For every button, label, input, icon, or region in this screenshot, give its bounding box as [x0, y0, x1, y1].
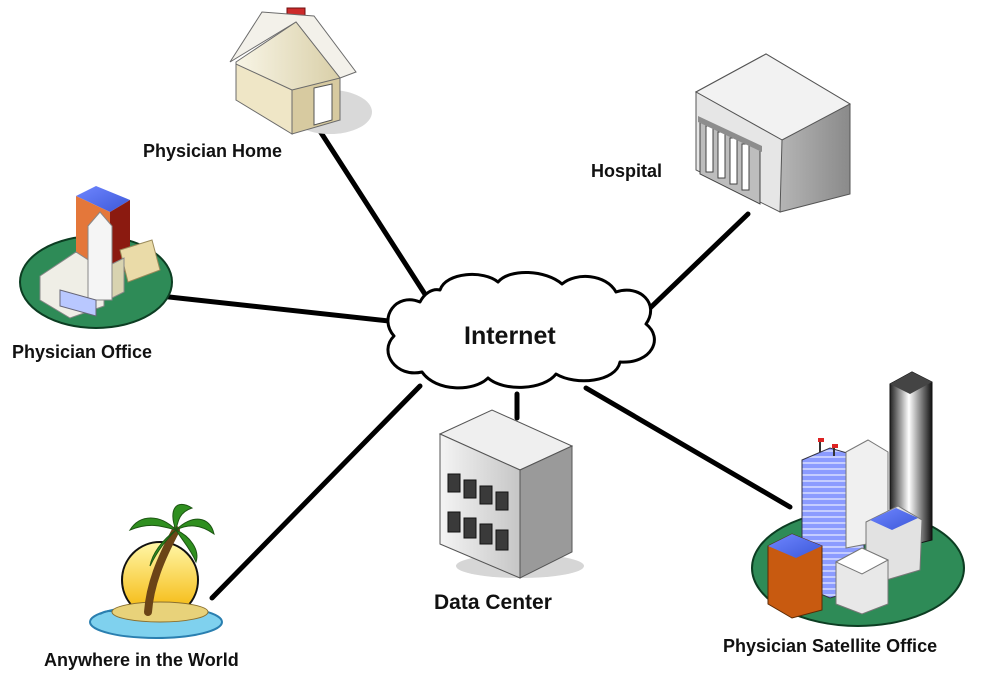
city-skyline-icon — [751, 371, 965, 627]
anywhere-in-the-world-label: Anywhere in the World — [44, 650, 239, 670]
physician-satellite-office-label: Physician Satellite Office — [723, 636, 938, 656]
house-icon — [229, 7, 372, 135]
link-physician-office — [157, 293, 401, 325]
physician-home-label: Physician Home — [143, 141, 283, 161]
connection-lines — [157, 125, 793, 601]
hospital-building-icon — [694, 53, 852, 213]
link-anywhere — [209, 383, 423, 601]
data-center-label: Data Center — [434, 591, 552, 614]
office-campus-icon — [19, 186, 173, 329]
palm-island-icon — [89, 503, 223, 639]
internet-cloud-icon — [386, 270, 656, 390]
physician-office-label: Physician Office — [12, 342, 153, 362]
internet-label: Internet — [464, 322, 556, 350]
data-center-building-icon — [438, 409, 584, 579]
link-hospital — [645, 211, 751, 313]
link-physician-home — [315, 125, 433, 305]
link-satellite-office — [583, 385, 793, 510]
hospital-label: Hospital — [591, 161, 663, 181]
